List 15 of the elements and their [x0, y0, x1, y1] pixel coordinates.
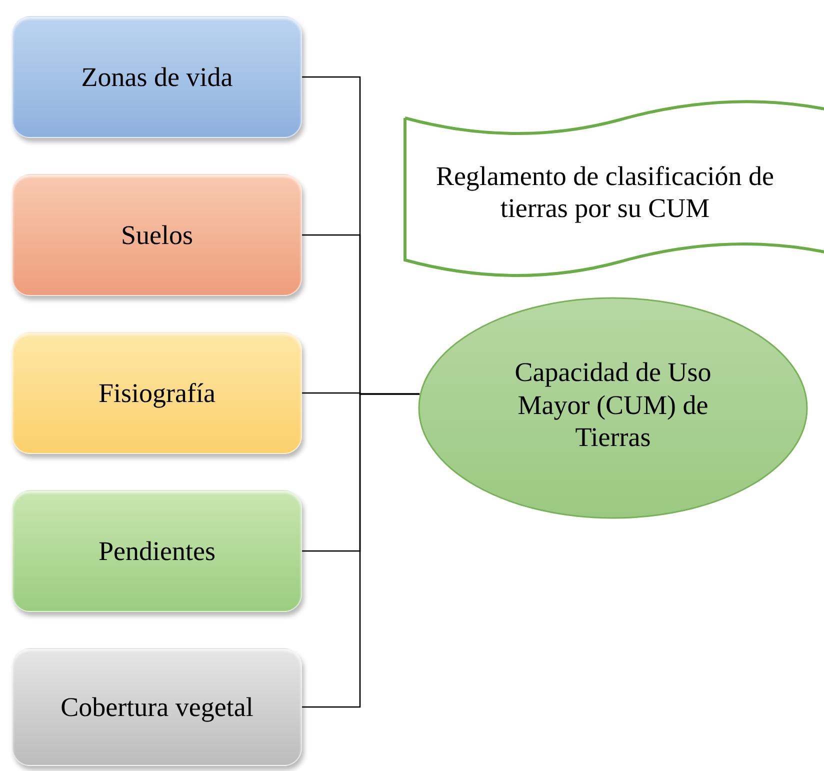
wave-banner	[405, 97, 824, 277]
node-text: Capacidad de Uso Mayor (CUM) de Tierras	[514, 356, 712, 454]
connector-line	[302, 393, 420, 708]
node-text: Reglamento de clasificación de tierras por su CUM	[434, 160, 776, 224]
node-text: Cobertura vegetal	[60, 690, 254, 724]
node-text: Zonas de vida	[81, 60, 233, 94]
node-text: Pendientes	[98, 534, 216, 568]
rounded-box	[12, 332, 302, 454]
rounded-box	[12, 648, 302, 766]
rounded-box	[12, 174, 302, 296]
rounded-box	[12, 16, 302, 138]
node-text: Fisiografía	[98, 376, 216, 410]
rounded-box	[12, 490, 302, 612]
ellipse	[418, 297, 808, 519]
node-text: Suelos	[120, 218, 193, 252]
